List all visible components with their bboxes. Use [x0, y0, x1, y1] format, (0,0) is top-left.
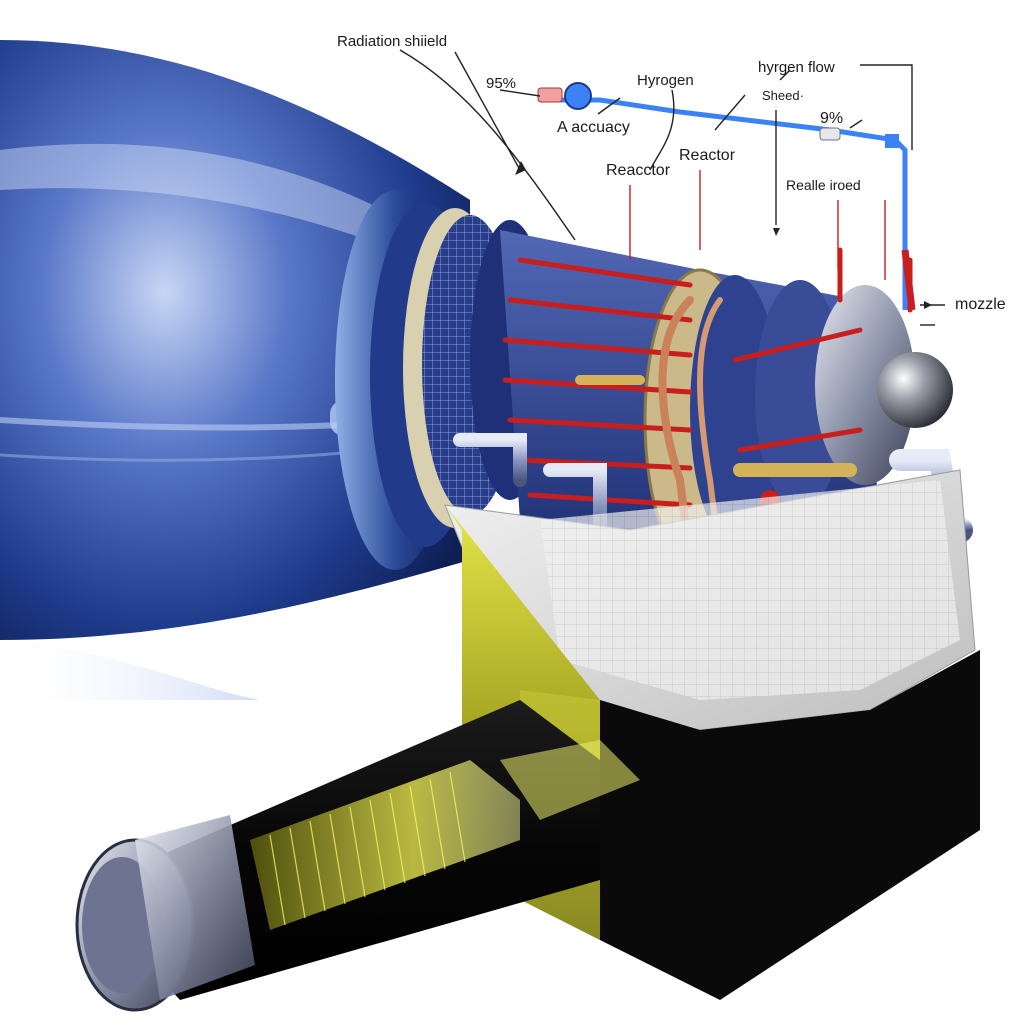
label-realle-rod: Realle iroed: [786, 177, 861, 193]
label-nozzle: mozzle: [955, 296, 1006, 313]
label-percent-95: 95%: [486, 75, 517, 92]
hydrogen-line: [537, 82, 916, 311]
label-hydrogen-flow: hyrgen flow: [758, 59, 835, 76]
output-tube: [75, 700, 640, 1012]
label-radiation-shield: Radiation shiield: [337, 33, 448, 50]
label-hydrogen: Hyrogen: [637, 72, 694, 89]
label-reactor-right: Reactor: [679, 147, 736, 164]
radiation-shield: [335, 190, 550, 570]
label-reactor-left: Reacctor: [606, 162, 671, 179]
label-sheed: Sheed·: [762, 88, 804, 103]
hydrogen-valve: [564, 82, 592, 110]
arrow-heads: [515, 161, 932, 309]
label-percent-9: 9%: [820, 110, 844, 127]
leader-lines: [399, 49, 945, 326]
label-accuracy: A accuacy: [557, 119, 630, 136]
